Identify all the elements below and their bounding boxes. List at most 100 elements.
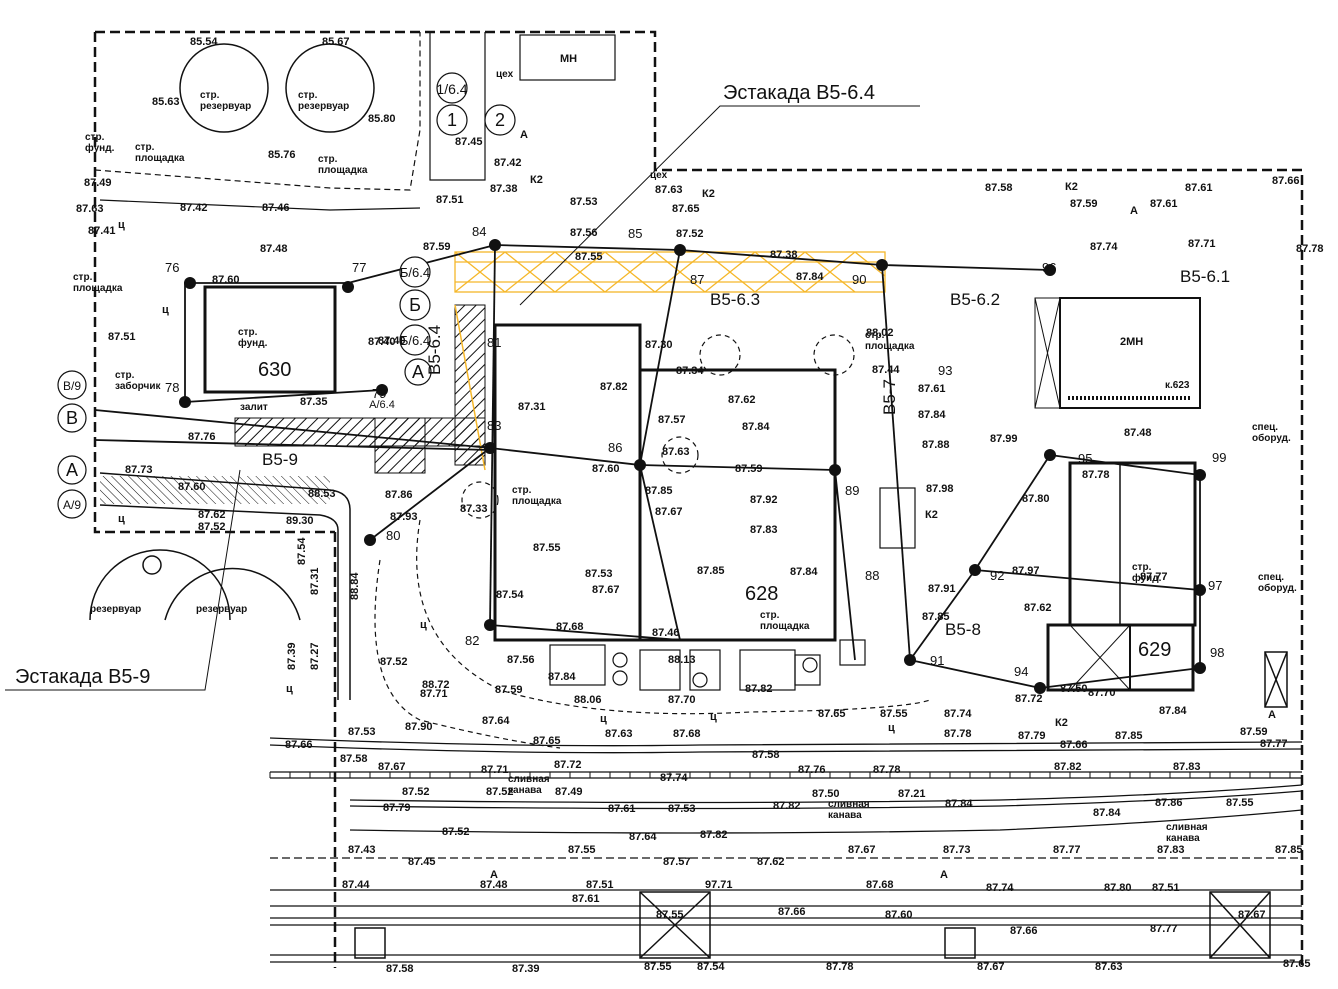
elevation-bottom-5: 87.64	[482, 715, 510, 727]
elevation-top-20: 87.61	[1150, 198, 1178, 210]
axis-b: Б	[409, 295, 421, 315]
axis-b-6-4: Б/6.4	[400, 265, 430, 280]
elevation-bottom-8: 87.70	[668, 694, 696, 706]
axis-a: А	[412, 362, 424, 382]
elevation-top-6: 87.49	[84, 177, 112, 189]
elevation-bottom-7: 88.06	[574, 694, 602, 706]
elevation-bottom-70: 87.39	[512, 963, 540, 975]
elevation-mid-13: 87.84	[742, 421, 770, 433]
building-630-label: 630	[258, 359, 291, 381]
elevation-bottom-34: 87.50	[812, 788, 840, 800]
elevation-bottom-35: 87.21	[898, 788, 926, 800]
node-93: 93	[938, 363, 952, 378]
node-79: 79	[372, 386, 386, 401]
elevation-top-15: 87.63	[655, 184, 683, 196]
elevation-mid-52: 87.97	[1012, 565, 1040, 577]
elevation-left-2: 87.35	[300, 396, 328, 408]
elevation-mid-8: 87.30	[645, 339, 673, 351]
node-92: 92	[990, 568, 1004, 583]
elevation-bottom-73: 87.78	[826, 961, 854, 973]
building-2mn-label: 2МН	[1120, 336, 1143, 348]
elevation-bottom-74: 87.67	[977, 961, 1005, 973]
elevation-mid-24: 87.67	[592, 584, 620, 596]
elevation-bottom-4: 87.65	[533, 735, 561, 747]
elevation-left-16: 87.33	[460, 503, 488, 515]
node-88: 88	[865, 568, 879, 583]
label-zalit: залит	[240, 402, 268, 413]
estakada-b5-6-2-label: В5-6.2	[950, 290, 1000, 309]
elevation-bottom-58: 87.68	[866, 879, 894, 891]
label-spec-2: спец.оборуд.	[1258, 572, 1297, 594]
node-95: 95	[1078, 451, 1092, 466]
elevation-bottom-15: 87.85	[1115, 730, 1143, 742]
elevation-mid-39: 87.98	[926, 483, 954, 495]
elevation-bottom-9: 87.65	[818, 708, 846, 720]
mark-ts-5: ц	[118, 219, 125, 231]
elevation-mid-42: 87.78	[1082, 469, 1110, 481]
elevation-bottom-1: 87.53	[348, 726, 376, 738]
node-83: 83	[487, 418, 501, 433]
elevation-mid-48: 87.48	[1124, 427, 1152, 439]
elevation-mid-4: 87.55	[575, 251, 603, 263]
elevation-bottom-12: 87.78	[944, 728, 972, 740]
elevation-mid-26: 87.84	[790, 566, 818, 578]
label-site-628b: стр.площадка	[760, 610, 810, 632]
elevation-mid-21: 87.83	[750, 524, 778, 536]
callout-estakada-b5-9: Эстакада В5-9	[12, 666, 154, 688]
elevation-top-25: 87.61	[1185, 182, 1213, 194]
node-86: 86	[608, 440, 622, 455]
elevation-left-10: 87.54	[296, 537, 308, 565]
label-tsekh-2: цех	[650, 170, 668, 181]
node-77: 77	[352, 260, 366, 275]
elevation-top-9: 87.42	[180, 202, 208, 214]
elevation-bottom-63: 87.55	[656, 909, 684, 921]
elevation-bottom-21: 87.71	[481, 764, 509, 776]
label-site-628: стр.площадка	[512, 485, 562, 507]
elevation-top-5: 85.76	[268, 149, 296, 161]
bottom-structures	[354, 651, 1288, 959]
axis-v-9: В/9	[63, 379, 81, 393]
axis-a-left: А	[66, 460, 78, 480]
elevation-left-14: 87.86	[385, 489, 413, 501]
axis-v: В	[66, 408, 78, 428]
elevation-bottom-59: 87.74	[986, 882, 1014, 894]
elevation-bottom-37: 87.84	[1093, 807, 1121, 819]
mark-a-13: А	[520, 129, 528, 141]
elevation-bottom-75: 87.63	[1095, 961, 1123, 973]
elevation-bottom-67: 87.77	[1150, 923, 1178, 935]
dashed-paths	[374, 334, 931, 749]
elevation-bottom-55: 87.48	[480, 879, 508, 891]
elevation-bottom-28: 87.52	[402, 786, 430, 798]
building-2mn	[1034, 297, 1201, 409]
elevation-mid-49: 87.70	[1088, 687, 1116, 699]
top-left-site	[94, 32, 616, 211]
elevation-bottom-47: 87.57	[663, 856, 691, 868]
elevation-left-11: 87.39	[286, 642, 298, 670]
elevation-mid-0: 87.48	[260, 243, 288, 255]
building-629	[1046, 461, 1197, 692]
estakada-b5-7-label: В5-7	[880, 379, 899, 415]
elevation-mid-18: 87.85	[645, 485, 673, 497]
elevation-left-9: 89.30	[286, 515, 314, 527]
elevation-bottom-29: 87.52	[486, 786, 514, 798]
elevation-mid-33: 87.54	[496, 589, 524, 601]
elevation-mid-15: 87.60	[592, 463, 620, 475]
elevation-bottom-38: 87.86	[1155, 797, 1183, 809]
elevation-top-1: 85.67	[322, 36, 350, 48]
label-site-3: стр.площадка	[73, 272, 123, 294]
callout-estakada-b5-6-4: Эстакада В5-6.4	[720, 82, 879, 104]
elevation-mid-31: 87.82	[745, 683, 773, 695]
elevation-bottom-22: 87.74	[660, 772, 688, 784]
elevation-bottom-66: 87.66	[1010, 925, 1038, 937]
elevation-bottom-27: 87.83	[1173, 761, 1201, 773]
mark-a-17: А	[1268, 709, 1276, 721]
label-tank-2: стр.резервуар	[298, 90, 349, 112]
label-spec-1: спец.оборуд.	[1252, 422, 1291, 444]
label-fund-630: стр.фунд.	[238, 327, 268, 349]
elevation-bottom-60: 87.80	[1104, 882, 1132, 894]
elevation-bottom-33: 87.82	[773, 800, 801, 812]
elevation-mid-29: 87.84	[548, 671, 576, 683]
railway-tracks	[269, 737, 1303, 963]
mark-k2-3: К2	[925, 509, 938, 521]
